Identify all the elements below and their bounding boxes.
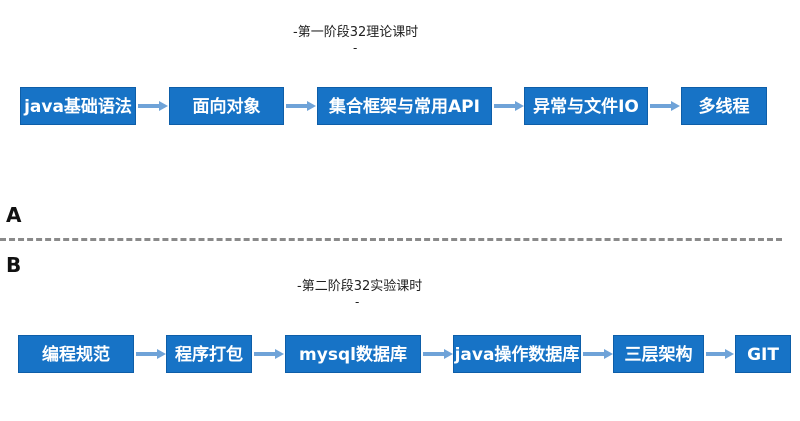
section-a-label: A: [6, 203, 22, 227]
stage-a-step-multithreading: 多线程: [681, 87, 767, 125]
arrow-a-3: [494, 101, 524, 111]
stage-b-step-coding-standards: 编程规范: [18, 335, 134, 373]
section-b-label: B: [6, 253, 22, 277]
arrow-b-2: [254, 349, 284, 359]
stage-a-step-exceptions-io: 异常与文件IO: [524, 87, 648, 125]
stage-a-step-collections-api: 集合框架与常用API: [317, 87, 492, 125]
stage-b-step-packaging: 程序打包: [166, 335, 252, 373]
stage-a-title: -第一阶段32理论课时: [293, 21, 418, 40]
stage-b-title-text: -第二阶段32实验课时: [297, 279, 423, 294]
stage-b-title-tail: -: [355, 295, 360, 309]
stage-a-title-text: -第一阶段32理论课时: [293, 25, 419, 40]
arrow-b-4: [583, 349, 613, 359]
stage-b-title: -第二阶段32实验课时: [297, 275, 422, 294]
stage-a-title-tail: -: [353, 41, 358, 55]
stage-a-step-oop: 面向对象: [169, 87, 284, 125]
arrow-b-5: [706, 349, 734, 359]
arrow-a-4: [650, 101, 680, 111]
stage-b-step-git: GIT: [735, 335, 791, 373]
arrow-b-3: [423, 349, 453, 359]
stage-b-step-mysql: mysql数据库: [285, 335, 421, 373]
stage-a-step-java-basics: java基础语法: [20, 87, 136, 125]
stage-b-step-java-db: java操作数据库: [453, 335, 581, 373]
arrow-a-2: [286, 101, 316, 111]
arrow-b-1: [136, 349, 166, 359]
arrow-a-1: [138, 101, 168, 111]
stage-b-step-three-tier: 三层架构: [613, 335, 704, 373]
section-divider: [0, 238, 782, 241]
